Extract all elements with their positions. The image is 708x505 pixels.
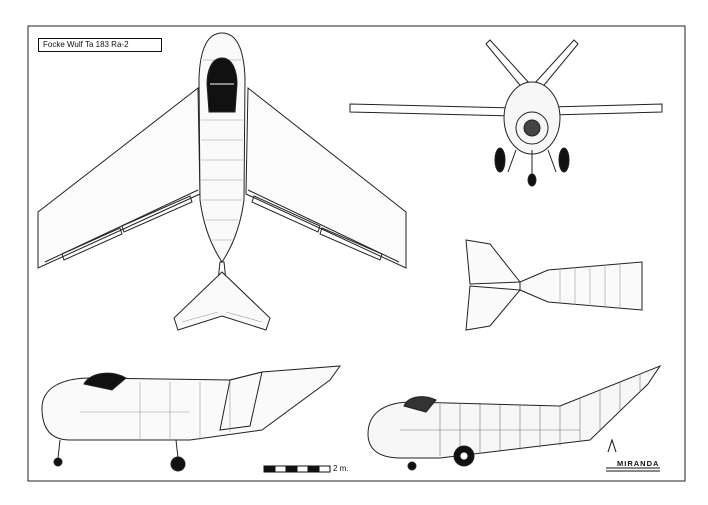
front-left-tail [485, 39, 531, 91]
canopy [206, 57, 238, 113]
tail-detail-view [465, 239, 643, 331]
top-view [37, 32, 407, 331]
cutaway-fuselage [367, 364, 662, 459]
drawing-title: Focke Wulf Ta 183 Ra-2 [38, 38, 162, 52]
logo-text: MIRANDA [617, 459, 660, 468]
tailplane [173, 271, 271, 331]
logo-mark [606, 438, 660, 472]
cutaway-canopy [403, 396, 437, 413]
tail-upper-surface [465, 239, 522, 285]
side-canopy [83, 372, 127, 391]
right-wing [245, 86, 407, 269]
right-flap [251, 195, 321, 233]
right-aileron [319, 227, 383, 261]
side-fuselage [41, 365, 342, 441]
front-view [349, 39, 663, 187]
scale-bar [263, 465, 331, 473]
scale-label: 2 m. [333, 464, 349, 473]
left-aileron [61, 227, 123, 261]
front-fuselage [503, 81, 561, 155]
cutaway-nose-wheel [407, 461, 417, 471]
front-left-wing [349, 103, 513, 117]
sheet-border [27, 25, 686, 482]
side-nose-wheel [53, 457, 63, 467]
side-view [41, 365, 342, 472]
front-right-tail [533, 39, 579, 91]
tail-lower-surface [465, 285, 522, 331]
left-main-wheel [494, 147, 506, 173]
left-wing [37, 86, 201, 269]
nose-wheel [527, 173, 537, 187]
cutaway-view [367, 364, 662, 471]
right-main-wheel [558, 147, 570, 173]
side-main-wheel [170, 456, 186, 472]
left-flap [121, 195, 193, 233]
engine-intake [515, 111, 549, 145]
side-fin-root [219, 371, 263, 431]
tail-fuselage-section [519, 261, 643, 311]
intake-center [523, 119, 541, 137]
